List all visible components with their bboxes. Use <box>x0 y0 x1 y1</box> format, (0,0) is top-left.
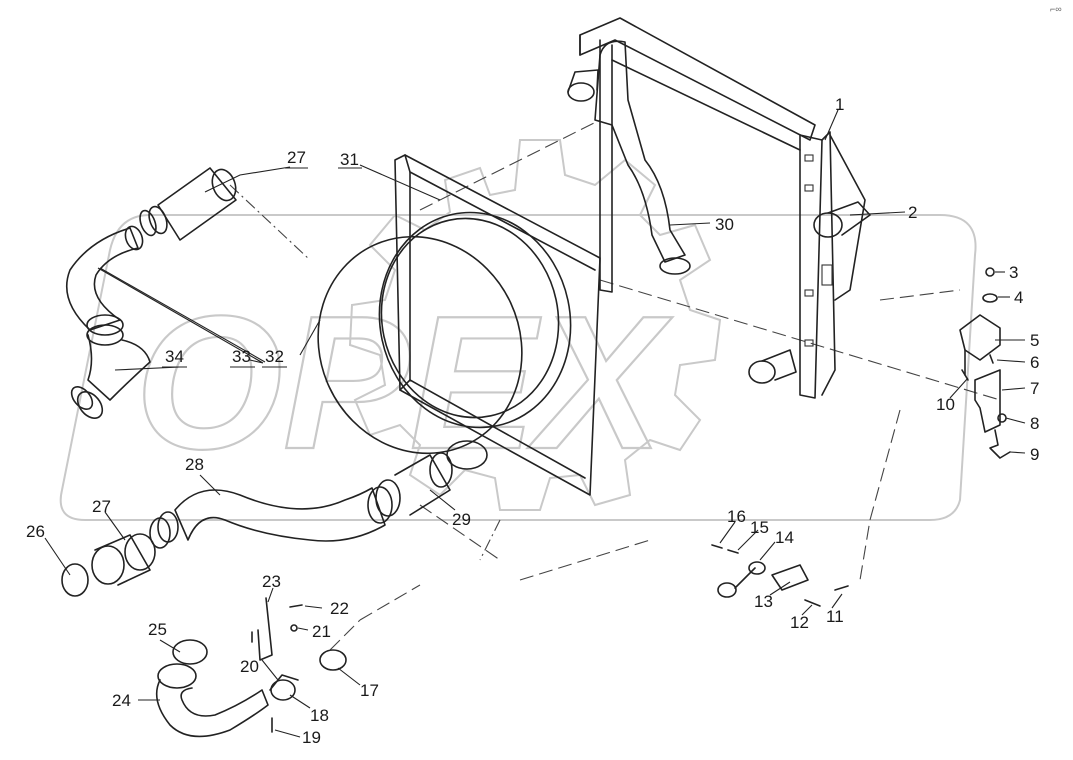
callout-19: 19 <box>302 728 321 747</box>
leader-lines <box>44 109 1026 738</box>
fan-shroud-31 <box>378 154 601 496</box>
callout-6: 6 <box>1030 353 1039 372</box>
callout-25: 25 <box>148 620 167 639</box>
callout-3: 3 <box>1009 263 1018 282</box>
watermark: OPEX <box>59 139 977 521</box>
callout-9: 9 <box>1030 445 1039 464</box>
callout-8: 8 <box>1030 414 1039 433</box>
upper-pipe-30 <box>594 40 691 275</box>
callout-10: 10 <box>936 395 955 414</box>
callout-16: 16 <box>727 507 746 526</box>
callout-24: 24 <box>112 691 131 710</box>
watermark-band <box>59 214 977 521</box>
callout-23: 23 <box>262 572 281 591</box>
radiator-assembly <box>567 17 871 399</box>
callout-7: 7 <box>1030 379 1039 398</box>
corner-mark: ⌐∞ <box>1050 4 1062 14</box>
callout-27-lower: 27 <box>92 497 111 516</box>
callout-27-upper: 27 <box>287 148 306 167</box>
callout-labels: 1 2 3 4 5 6 7 8 9 10 11 12 13 14 15 16 1… <box>26 95 1039 747</box>
callout-11: 11 <box>826 607 844 626</box>
callout-31: 31 <box>340 150 359 169</box>
callout-2: 2 <box>908 203 917 222</box>
callout-28: 28 <box>185 455 204 474</box>
callout-4: 4 <box>1014 288 1023 307</box>
bottom-hose-group <box>155 597 347 738</box>
callout-21: 21 <box>312 622 331 641</box>
damper-group <box>711 544 849 607</box>
callout-12: 12 <box>790 613 809 632</box>
callout-1: 1 <box>835 95 844 114</box>
ring-seal-32 <box>317 235 523 455</box>
watermark-text: OPEX <box>135 277 673 489</box>
left-hose-group <box>66 167 237 419</box>
watermark-gear <box>348 139 722 511</box>
callout-26: 26 <box>26 522 45 541</box>
callout-34: 34 <box>165 347 184 366</box>
callout-29: 29 <box>452 510 471 529</box>
callout-32: 32 <box>265 347 284 366</box>
callout-15: 15 <box>750 518 769 537</box>
callout-14: 14 <box>775 528 794 547</box>
callout-30: 30 <box>715 215 734 234</box>
callout-5: 5 <box>1030 331 1039 350</box>
callout-18: 18 <box>310 706 329 725</box>
lower-hose-group <box>61 440 488 597</box>
callout-17: 17 <box>360 681 379 700</box>
callout-33: 33 <box>232 347 251 366</box>
callout-20: 20 <box>240 657 259 676</box>
callout-13: 13 <box>754 592 773 611</box>
callout-22: 22 <box>330 599 349 618</box>
